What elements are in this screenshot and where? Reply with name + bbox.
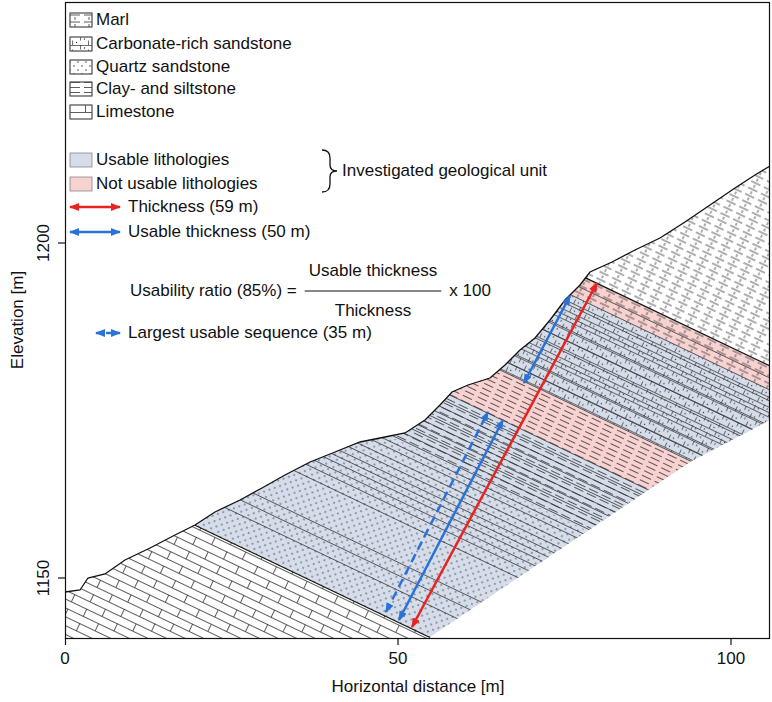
- legend-text: Largest usable sequence (35 m): [128, 323, 372, 343]
- legend-swatch-ground: [70, 13, 92, 27]
- bedding-line: [65, 70, 770, 438]
- terrain-profile: [65, 166, 770, 592]
- legend-pattern: [70, 13, 92, 27]
- bedding-line: [65, 232, 770, 600]
- legend-pattern: [70, 60, 92, 74]
- carbonate-sandstone: [65, 22, 770, 499]
- legend-sample: [70, 105, 92, 119]
- axis-title: Elevation [m]: [8, 271, 28, 369]
- legend-swatch-ground: [70, 60, 92, 74]
- tick-label: 100: [717, 649, 745, 669]
- legend-text: Quartz sandstone: [96, 57, 230, 77]
- bedding-line: [65, 131, 770, 499]
- legend-sample: [70, 82, 92, 96]
- legend-arrow: [70, 206, 120, 209]
- marl-ground: [65, 2, 770, 366]
- bedding-line: [65, 210, 770, 578]
- bedding-line: [65, 33, 770, 401]
- bedding-line: [65, 302, 770, 638]
- bedding-line: [65, 330, 770, 638]
- top-contact: [585, 278, 770, 366]
- legend-swatch-ground: [70, 82, 92, 96]
- bedding-line: [65, 95, 770, 463]
- bedding-planes: [65, 10, 770, 638]
- legend-sample: [70, 177, 92, 191]
- bedding-line: [65, 108, 770, 476]
- marl-body: [65, 2, 770, 366]
- legend-sample: [70, 37, 92, 51]
- axis-ticks: [58, 243, 731, 645]
- legend-brace: [322, 150, 337, 192]
- bedding-line: [65, 262, 770, 630]
- legend-pattern: [70, 105, 92, 119]
- legend-arrow: [70, 231, 120, 234]
- legend-text: Usable lithologies: [96, 150, 229, 170]
- legend-swatch-ground: [70, 37, 92, 51]
- usable-thickness-arrow: [399, 420, 503, 620]
- bedding-line: [65, 203, 770, 571]
- bedding-line: [65, 372, 770, 638]
- bedding-line: [65, 58, 770, 426]
- legend-pattern: [70, 37, 92, 51]
- bedding-line: [65, 82, 770, 450]
- legend-sample: [70, 232, 120, 233]
- legend-text: Not usable lithologies: [96, 174, 258, 194]
- bedding-line: [65, 196, 770, 564]
- bedding-line: [65, 10, 770, 378]
- tick-label: 50: [389, 649, 408, 669]
- bedding-line: [65, 218, 770, 586]
- legend-text: Limestone: [96, 102, 174, 122]
- legend-swatch-ground: [70, 105, 92, 119]
- largest-sequence-arrow: [386, 412, 488, 612]
- geology: [65, 2, 770, 638]
- legend-arrow: [96, 332, 120, 335]
- legend-swatch: [70, 153, 92, 167]
- bedding-line: [65, 385, 770, 638]
- bedding-line: [65, 400, 770, 638]
- tick-label: 1150: [34, 560, 54, 597]
- legend-pattern: [70, 82, 92, 96]
- formula-text: Usable thickness: [309, 261, 438, 281]
- bedding-line: [65, 45, 770, 413]
- bedding-line: [65, 120, 770, 488]
- legend-sample: [70, 60, 92, 74]
- legend-text: Marl: [96, 10, 129, 30]
- formula-text: Thickness: [335, 301, 412, 321]
- thickness-arrow: [412, 283, 597, 627]
- legend-sample: [70, 207, 120, 208]
- formula-text: x 100: [449, 281, 491, 301]
- bedding-line: [65, 22, 770, 390]
- investigated-unit: [65, 2, 770, 638]
- base-contact: [195, 525, 430, 637]
- legend-swatch: [70, 177, 92, 191]
- bedding-line: [65, 280, 770, 638]
- legend-text: Thickness (59 m): [128, 197, 258, 217]
- bedding-line: [65, 240, 770, 608]
- bedding-line: [65, 295, 770, 638]
- legend-sample: [70, 13, 92, 27]
- legend-sample: [70, 153, 92, 167]
- annotation: Investigated geological unit: [342, 161, 547, 181]
- bedding-line: [65, 318, 770, 638]
- fraction-bar: [305, 290, 442, 291]
- plot-frame: [66, 3, 770, 639]
- usable-thickness-arrow: [524, 296, 570, 383]
- legend-text: Carbonate-rich sandstone: [96, 34, 292, 54]
- not-usable-fill: [65, 2, 770, 390]
- bedding-line: [65, 188, 770, 556]
- tick-label: 1200: [34, 224, 54, 262]
- axis-title: Horizontal distance [m]: [332, 677, 505, 697]
- legend-sample: [96, 333, 120, 334]
- annotation: Usability ratio (85%) =: [130, 281, 297, 301]
- legend-text: Clay- and siltstone: [96, 79, 236, 99]
- fraction: [305, 291, 442, 292]
- bedding-line: [65, 310, 770, 638]
- bedding-line: [65, 255, 770, 623]
- tick-label: 0: [60, 649, 69, 669]
- marl-layer: [65, 2, 770, 390]
- legend-text: Usable thickness (50 m): [128, 222, 310, 242]
- bedding-line: [65, 288, 770, 638]
- bedding-line: [65, 248, 770, 616]
